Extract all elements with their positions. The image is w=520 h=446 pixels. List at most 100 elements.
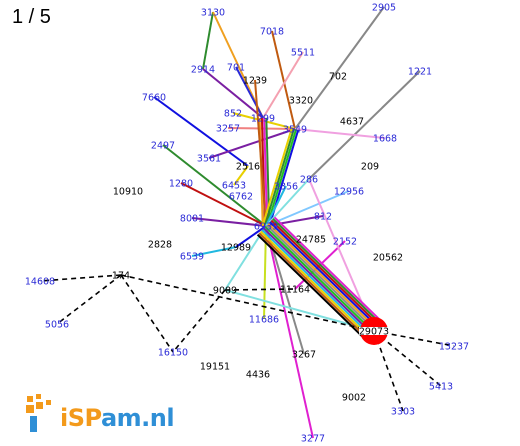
node-24785[interactable]: 24785 bbox=[296, 235, 326, 246]
edge-6939-29073 bbox=[263, 227, 373, 335]
edge-6939-29073 bbox=[273, 216, 384, 324]
node-10910[interactable]: 10910 bbox=[113, 187, 143, 198]
node-12956[interactable]: 12956 bbox=[334, 187, 364, 198]
node-6539[interactable]: 6539 bbox=[180, 252, 204, 263]
dashed-edge-174-5056 bbox=[56, 274, 122, 325]
node-702[interactable]: 702 bbox=[329, 72, 347, 83]
node-8001[interactable]: 8001 bbox=[180, 214, 204, 225]
ispam-logo[interactable]: iSPam.nl bbox=[24, 392, 175, 438]
edge-6939-29073 bbox=[258, 232, 368, 339]
logo-wordmark: iSPam.nl bbox=[60, 404, 175, 432]
edge-6539-12989 bbox=[191, 246, 237, 257]
edge-3561-3549 bbox=[208, 128, 296, 159]
node-12989[interactable]: 12989 bbox=[221, 243, 251, 254]
node-19151[interactable]: 19151 bbox=[200, 362, 230, 373]
node-2914[interactable]: 2914 bbox=[191, 65, 215, 76]
edge-1221-286 bbox=[308, 70, 421, 180]
node-701[interactable]: 701 bbox=[227, 63, 245, 74]
node-11686[interactable]: 11686 bbox=[249, 315, 279, 326]
edge-1299-6939 bbox=[263, 117, 269, 226]
node-3277[interactable]: 3277 bbox=[301, 434, 325, 445]
page-counter: 1 / 5 bbox=[12, 6, 51, 28]
edge-6939-29073 bbox=[269, 221, 379, 328]
node-852[interactable]: 852 bbox=[224, 109, 242, 120]
node-6939[interactable]: 6939 bbox=[254, 222, 278, 233]
node-29073[interactable]: 29073 bbox=[359, 327, 389, 338]
node-5056[interactable]: 5056 bbox=[45, 320, 69, 331]
node-2516[interactable]: 2516 bbox=[236, 162, 260, 173]
node-286[interactable]: 286 bbox=[300, 175, 318, 186]
node-1299[interactable]: 1299 bbox=[251, 114, 275, 125]
node-7018[interactable]: 7018 bbox=[260, 27, 284, 38]
node-1239[interactable]: 1239 bbox=[243, 76, 267, 87]
edge-1668-3549 bbox=[294, 128, 386, 139]
node-1221[interactable]: 1221 bbox=[408, 67, 432, 78]
edge-3549-6939 bbox=[261, 127, 293, 226]
node-3303[interactable]: 3303 bbox=[391, 407, 415, 418]
node-13237[interactable]: 13237 bbox=[439, 342, 469, 353]
edge-6939-29073 bbox=[259, 230, 370, 338]
node-11164[interactable]: 11164 bbox=[280, 285, 310, 296]
node-3561[interactable]: 3561 bbox=[197, 154, 221, 165]
edge-3356-6939 bbox=[265, 185, 287, 227]
node-6453[interactable]: 6453 bbox=[222, 181, 246, 192]
edge-6939-29073 bbox=[272, 218, 382, 325]
node-5511[interactable]: 5511 bbox=[291, 48, 315, 59]
logo-prefix: iSP bbox=[60, 404, 101, 432]
node-3320[interactable]: 3320 bbox=[289, 96, 313, 107]
node-3549[interactable]: 3549 bbox=[283, 125, 307, 136]
node-14608[interactable]: 14608 bbox=[25, 277, 55, 288]
edge-6939-29073 bbox=[266, 224, 376, 331]
edge-7018-3549 bbox=[271, 30, 296, 130]
node-3130[interactable]: 3130 bbox=[201, 8, 225, 19]
edge-3549-6939 bbox=[266, 129, 298, 227]
edge-1239-6939 bbox=[254, 79, 267, 227]
edge-2914-1299 bbox=[202, 68, 264, 119]
dashed-edge-174-16150 bbox=[120, 274, 174, 353]
node-3267[interactable]: 3267 bbox=[292, 350, 316, 361]
edge-2914-3130 bbox=[202, 11, 214, 70]
edge-701-1299 bbox=[235, 66, 264, 119]
edge-6939-3277 bbox=[265, 225, 314, 439]
edge-2905-3549 bbox=[294, 6, 385, 130]
node-2905[interactable]: 2905 bbox=[372, 3, 396, 14]
edge-7660-2516 bbox=[153, 96, 249, 167]
node-9009[interactable]: 9009 bbox=[213, 286, 237, 297]
node-2497[interactable]: 2497 bbox=[151, 141, 175, 152]
node-3257[interactable]: 3257 bbox=[216, 124, 240, 135]
label-layer: 3130 2905 7018 5511 2914 701 1239 702 1221 7660 33… bbox=[25, 3, 469, 445]
node-1668[interactable]: 1668 bbox=[373, 134, 397, 145]
node-4436[interactable]: 4436 bbox=[246, 370, 270, 381]
dashed-edge-9009-11164 bbox=[224, 288, 296, 291]
hub-node-band bbox=[359, 327, 389, 335]
dashed-edge-174-14608 bbox=[39, 274, 122, 282]
logo-mark-icon bbox=[26, 394, 51, 432]
node-3356[interactable]: 3356 bbox=[274, 182, 298, 193]
node-2828[interactable]: 2828 bbox=[148, 240, 172, 251]
node-2152[interactable]: 2152 bbox=[333, 237, 357, 248]
hub-layer bbox=[359, 317, 389, 345]
node-1280[interactable]: 1280 bbox=[169, 179, 193, 190]
node-174[interactable]: 174 bbox=[112, 271, 130, 282]
edge-layer bbox=[39, 6, 455, 439]
edge-2497-6939 bbox=[162, 144, 267, 227]
edge-5511-1299 bbox=[262, 51, 304, 119]
node-4637[interactable]: 4637 bbox=[340, 117, 364, 128]
node-5413[interactable]: 5413 bbox=[429, 382, 453, 393]
edge-6939-29073 bbox=[264, 226, 374, 333]
edge-286-6939 bbox=[265, 178, 310, 227]
node-7660[interactable]: 7660 bbox=[142, 93, 166, 104]
edge-6939-29073 bbox=[270, 219, 381, 327]
node-812[interactable]: 812 bbox=[314, 212, 332, 223]
node-209[interactable]: 209 bbox=[361, 162, 379, 173]
node-9002[interactable]: 9002 bbox=[342, 393, 366, 404]
edge-6453-2516 bbox=[233, 165, 249, 186]
node-16150[interactable]: 16150 bbox=[158, 348, 188, 359]
node-6762[interactable]: 6762 bbox=[229, 192, 253, 203]
node-20562[interactable]: 20562 bbox=[373, 253, 403, 264]
dashed-edge-9009-16150 bbox=[172, 289, 226, 353]
edge-12956-6939 bbox=[265, 190, 350, 227]
edge-8001-6939 bbox=[191, 217, 267, 227]
